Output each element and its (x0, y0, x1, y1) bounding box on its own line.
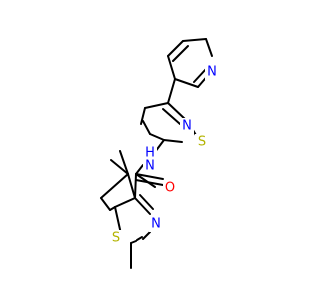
bond (140, 107, 146, 125)
bond (136, 236, 143, 241)
atom-s-thiazole-upper: S (198, 135, 206, 150)
bond (135, 173, 156, 188)
bond (142, 120, 151, 135)
bond (100, 173, 129, 199)
atom-h-amide: H (145, 146, 155, 161)
amide-linkage (135, 139, 165, 188)
atom-n-amide: N (145, 159, 155, 174)
bond (135, 179, 164, 186)
bond (135, 173, 164, 180)
bond (119, 150, 129, 175)
atom-n-pyridine: N (207, 65, 217, 80)
bond (114, 206, 122, 235)
bond (144, 102, 169, 109)
bond (182, 38, 207, 42)
atom-n-thiazole-lower: N (151, 217, 161, 232)
thiazole-ring-lower (100, 173, 154, 244)
bond (163, 139, 183, 143)
bond (174, 78, 199, 88)
bond (193, 68, 207, 83)
bond (149, 133, 165, 141)
bond (205, 38, 213, 57)
bond (167, 78, 176, 104)
bond (110, 159, 129, 175)
bond (109, 206, 116, 211)
isopropyl-group (100, 150, 136, 199)
bond (134, 173, 137, 199)
bond (142, 231, 151, 240)
pyridine-ring (167, 38, 213, 88)
bond (134, 197, 151, 215)
bond (114, 197, 136, 208)
atom-s-thiazole-lower: S (112, 231, 120, 246)
bond (162, 108, 181, 125)
bond (100, 197, 111, 211)
bond (172, 45, 189, 62)
bond (135, 164, 144, 175)
bond (167, 55, 176, 80)
bond (139, 194, 154, 210)
bond (127, 173, 136, 199)
bond (167, 40, 184, 57)
molecule-structure-diagram: N N S H N O N S (100, 38, 219, 269)
atom-o-carbonyl: O (165, 181, 175, 196)
atom-labels: N N S H N O N S (109, 64, 219, 246)
bond (167, 102, 187, 121)
atom-n-thiazole-upper: N (182, 119, 192, 134)
